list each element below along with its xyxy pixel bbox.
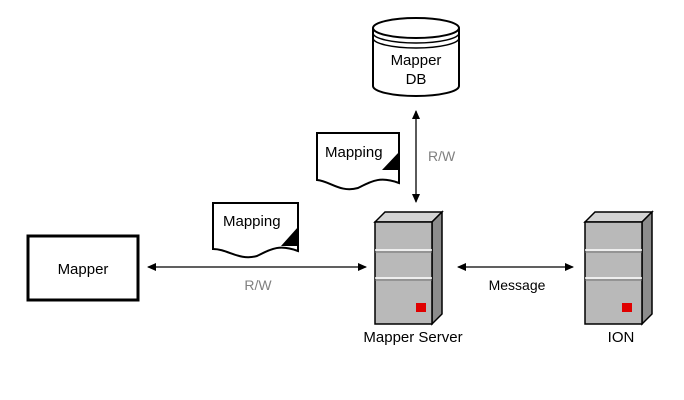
- mapper-server-node: Mapper Server: [363, 210, 463, 346]
- status-led: [416, 303, 426, 312]
- mapper-db-label-line1: Mapper: [391, 52, 442, 69]
- mapping-label-left: Mapping: [223, 213, 281, 230]
- mapper-db-label-line2: DB: [406, 71, 427, 88]
- mapper-node: Mapper: [26, 234, 140, 302]
- mapper-db-node: Mapper DB: [372, 17, 460, 97]
- edge-label-db-server: R/W: [428, 148, 456, 164]
- edge-label-mapper-server: R/W: [244, 277, 272, 293]
- mapper-label: Mapper: [58, 261, 109, 278]
- server-icon: [373, 210, 444, 326]
- ion-node: ION: [583, 210, 654, 346]
- mapping-document-left: Mapping: [212, 202, 299, 259]
- mapping-label-top: Mapping: [325, 144, 383, 161]
- edge-label-server-ion: Message: [489, 277, 546, 293]
- server-icon: [583, 210, 654, 326]
- mapper-server-label: Mapper Server: [363, 329, 462, 346]
- status-led: [622, 303, 632, 312]
- mapping-document-top: Mapping: [316, 132, 400, 191]
- ion-label: ION: [608, 329, 635, 346]
